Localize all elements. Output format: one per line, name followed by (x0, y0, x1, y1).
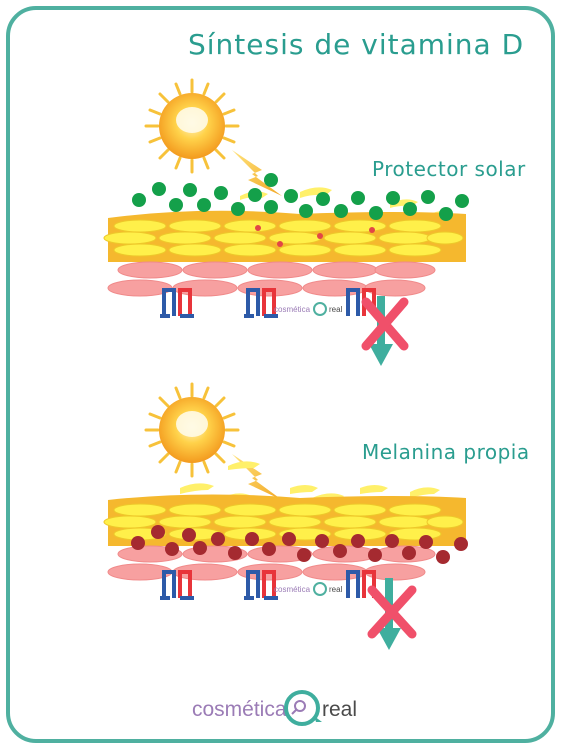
panel-sunscreen: cosmética real (103, 78, 469, 366)
footer-logo-left: cosmética (192, 698, 287, 721)
cross-icon (361, 297, 409, 351)
skin-layers (103, 210, 466, 297)
receptors (160, 570, 376, 600)
panel2-label: Melanina propia (362, 440, 530, 464)
footer-logo-right: real (322, 698, 357, 721)
skin-layers (103, 494, 466, 581)
magnifier-icon (313, 302, 327, 316)
sunscreen-particles (132, 173, 469, 221)
melanin-particles (131, 525, 468, 564)
receptors (160, 288, 376, 318)
page-title: Síntesis de vitamina D (188, 28, 525, 61)
watermark-left: cosmética (274, 305, 311, 314)
panel1-label: Protector solar (372, 157, 526, 181)
sun-icon (144, 382, 240, 478)
panel-melanin: cosmética real (103, 382, 468, 650)
cross-icon (367, 585, 417, 639)
footer-logo: cosmética real (192, 690, 357, 726)
sun-icon (144, 78, 240, 174)
watermark-right: real (329, 585, 343, 594)
magnifier-icon (284, 690, 322, 726)
watermark-logo: cosmética real (274, 582, 343, 596)
watermark-right: real (329, 305, 343, 314)
card-frame (6, 6, 555, 743)
watermark-logo: cosmética real (274, 302, 343, 316)
magnifier-icon (313, 582, 327, 596)
watermark-left: cosmética (274, 585, 311, 594)
